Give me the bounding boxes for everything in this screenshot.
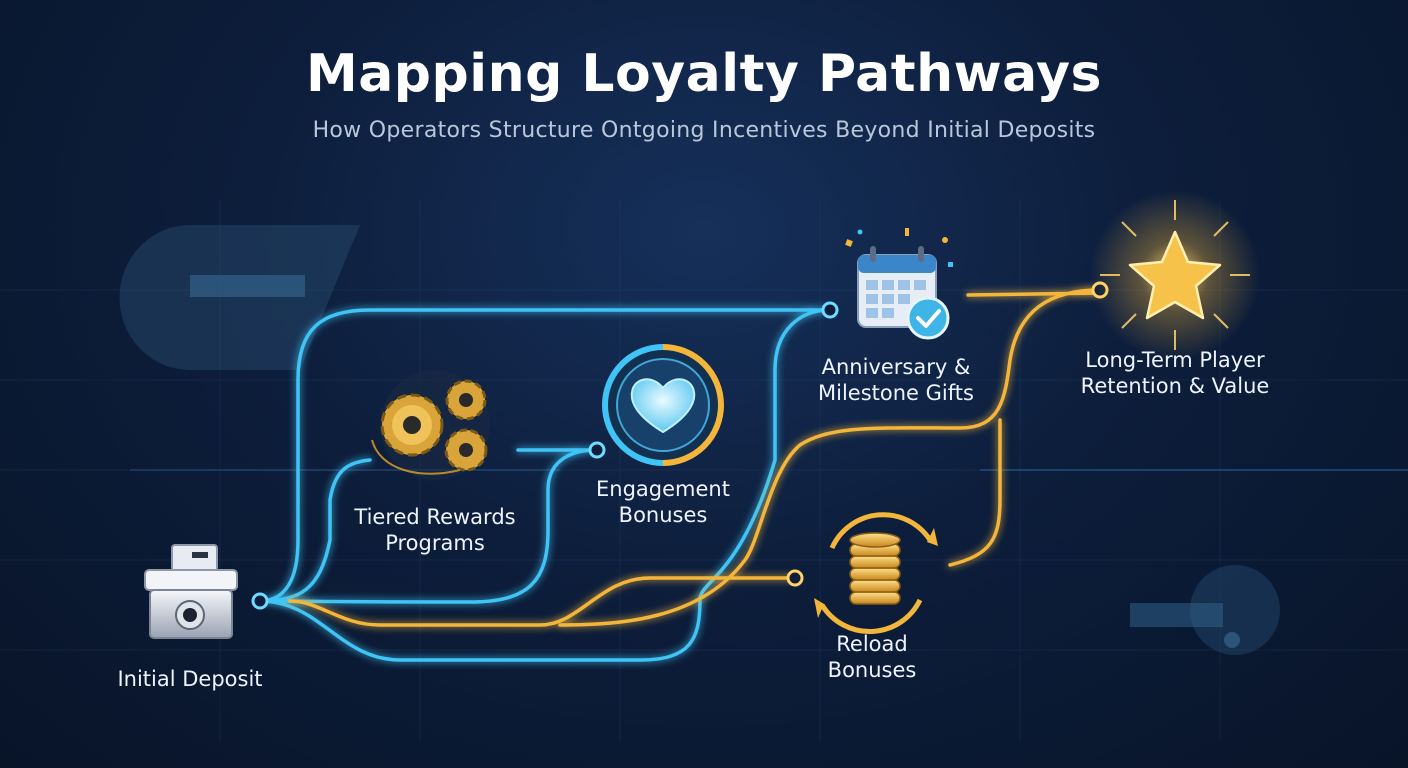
node-label-line1: Engagement [596,477,730,501]
node-label-line2: Retention & Value [1080,374,1270,398]
heart-icon [602,344,724,466]
decor-left-blob [119,225,361,370]
path-deposit-to-engagement [258,448,599,604]
node-initial-deposit: Initial Deposit [100,666,280,692]
node-tiered-rewards: Tiered Rewards Programs [330,504,540,556]
path-reload-to-retention [948,418,1002,567]
node-label-line1: Tiered Rewards [354,505,516,529]
path-deposit-to-reload [288,576,797,627]
decor-right-bar [1130,603,1223,627]
coin-stack-icon [814,512,938,634]
node-label-line1: Reload [836,632,908,656]
gears-icon [371,370,490,480]
node-label-line2: Bonuses [618,503,708,527]
path-to-retention-via-middle [558,288,1102,627]
path-deposit-to-anniversary [258,308,830,603]
node-label-line2: Milestone Gifts [818,381,974,405]
node-engagement-bonuses: Engagement Bonuses [563,476,763,528]
page-title: Mapping Loyalty Pathways [305,44,1103,104]
node-reload-bonuses: Reload Bonuses [782,631,962,683]
node-retention-value: Long-Term Player Retention & Value [1060,347,1290,399]
node-label-line2: Bonuses [827,658,917,682]
node-label-line1: Anniversary & [821,355,971,379]
page-subtitle: How Operators Structure Ontgoing Incenti… [312,118,1096,143]
star-icon [1090,190,1260,360]
path-anniversary-to-retention [966,291,1102,297]
gold-paths [288,288,1102,627]
node-label-line1: Long-Term Player [1085,348,1265,372]
node-label-line2: Programs [385,531,485,555]
path-deposit-to-tiered [258,458,372,603]
decor-right-circle [1190,565,1280,655]
decor-left-bar [190,275,305,297]
deposit-box-icon [144,544,238,639]
node-label-text: Initial Deposit [117,667,263,691]
node-anniversary-gifts: Anniversary & Milestone Gifts [796,354,996,406]
calendar-check-icon [845,228,953,340]
